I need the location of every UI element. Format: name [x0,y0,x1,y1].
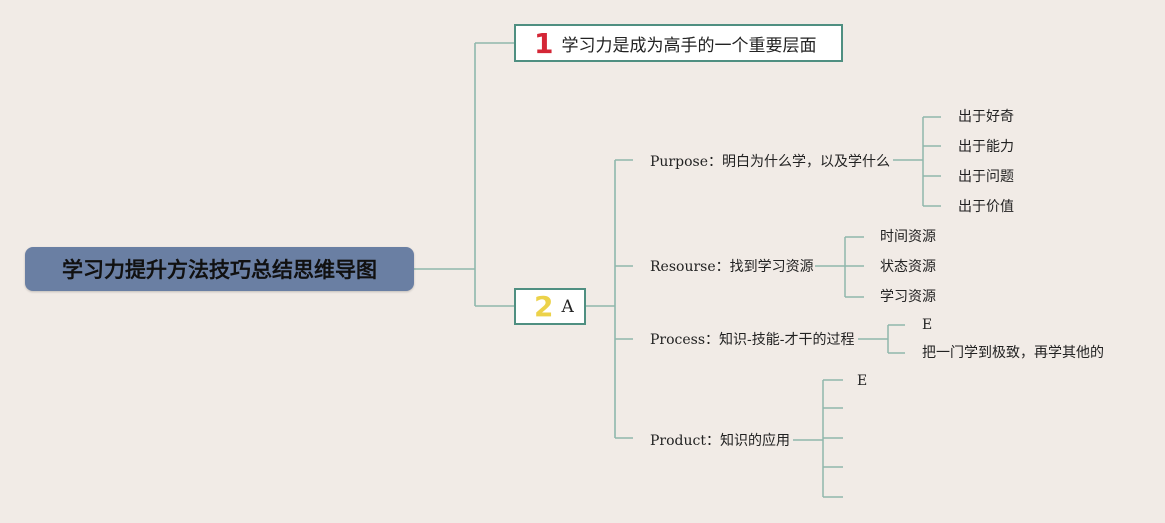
product-node[interactable]: Product：知识的应用 [650,433,790,449]
resource-leaf-state[interactable]: 状态资源 [880,259,936,275]
purpose-leaf-curiosity[interactable]: 出于好奇 [958,109,1014,125]
branch-2-label: A [561,296,574,317]
process-node[interactable]: Process：知识-技能-才干的过程 [650,332,855,348]
purpose-leaf-value[interactable]: 出于价值 [958,199,1014,215]
branch-1-node[interactable]: 1 学习力是成为高手的一个重要层面 [514,24,843,62]
resource-leaf-learning[interactable]: 学习资源 [880,289,936,305]
root-title: 学习力提升方法技巧总结思维导图 [62,258,377,282]
branch-1-label: 学习力是成为高手的一个重要层面 [561,35,817,56]
purpose-leaf-ability[interactable]: 出于能力 [958,139,1014,155]
number-2-badge: 2 [534,290,554,323]
purpose-leaf-problem[interactable]: 出于问题 [958,169,1014,185]
branch-2-node[interactable]: 2 A [514,288,586,325]
purpose-node[interactable]: Purpose：明白为什么学，以及学什么 [650,154,890,170]
resource-leaf-time[interactable]: 时间资源 [880,229,936,245]
product-leaf-e[interactable]: E [857,373,868,389]
number-1-badge: 1 [534,26,554,60]
root-node[interactable]: 学习力提升方法技巧总结思维导图 [25,247,414,291]
resource-node[interactable]: Resourse：找到学习资源 [650,259,814,275]
process-leaf-e[interactable]: E [922,317,933,333]
process-leaf-mastery[interactable]: 把一门学到极致，再学其他的 [922,345,1104,361]
